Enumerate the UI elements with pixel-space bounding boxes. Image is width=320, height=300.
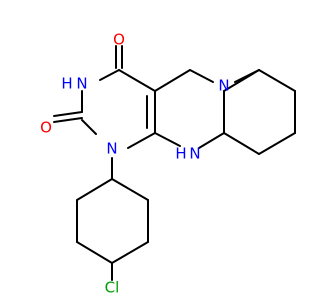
- bonds: [53, 45, 296, 281]
- atom-n-benzyl: N: [218, 77, 229, 95]
- atom-o-left: O: [40, 119, 52, 137]
- bond-c2-o-b: [53, 117, 83, 123]
- atom-h-amine: H: [175, 145, 186, 163]
- bond-c4-c4a: [118, 69, 156, 92]
- bond-bz-4: [223, 132, 260, 155]
- bond-bz-6: [223, 69, 260, 92]
- bond-bz-1: [258, 69, 296, 92]
- bond-c8a-n1: [127, 132, 156, 149]
- bond-ar-6: [76, 178, 113, 201]
- bond-ar-3: [111, 241, 149, 264]
- bond-ar-4: [76, 241, 113, 264]
- structure-drawing: O H N O N N H N Cl: [40, 31, 296, 297]
- atom-o-top: O: [113, 31, 125, 49]
- molecule-diagram: O H N O N N H N Cl: [40, 31, 296, 297]
- atom-n-ring1: N: [106, 140, 117, 158]
- bond-c4a-c5: [154, 69, 191, 92]
- bond-c2-o-a: [53, 111, 83, 117]
- atom-n-amide: N: [76, 75, 87, 93]
- atom-cl: Cl: [105, 279, 120, 297]
- bond-c2-n1: [81, 119, 97, 135]
- atom-h-amide: H: [61, 75, 72, 93]
- bond-n8-c8a: [154, 132, 181, 147]
- bond-c4-n3: [99, 69, 120, 81]
- bond-bz-3: [258, 132, 296, 155]
- bond-c5-n6: [189, 69, 214, 83]
- atom-n-amine: N: [189, 145, 200, 163]
- bond-ar-1: [111, 178, 149, 201]
- atom-labels: O H N O N N H N Cl: [40, 31, 230, 297]
- bond-c7-n8: [198, 132, 225, 149]
